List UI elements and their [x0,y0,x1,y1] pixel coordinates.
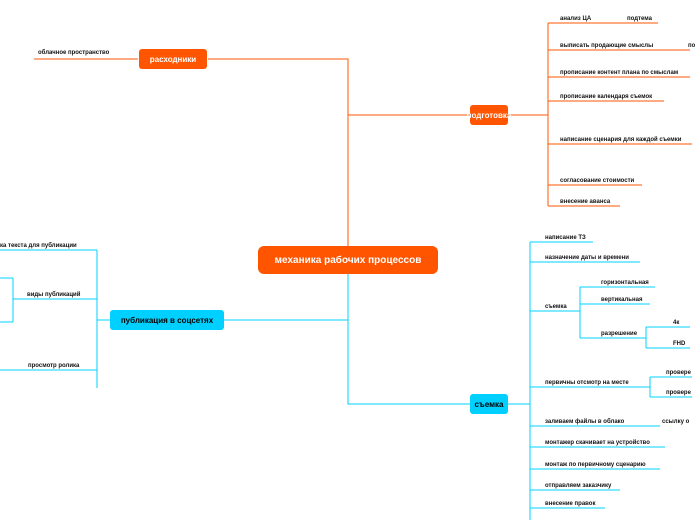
leaf-pravki[interactable]: внесение правок [545,501,596,507]
leaf-vertikalnaya[interactable]: вертикальная [601,297,643,303]
leaf-otsmotr[interactable]: первичны отсмотр на месте [545,380,629,386]
branch-rashodniki[interactable]: расходники [139,49,207,69]
connector-shemka-sub [579,286,655,339]
leaf-semka-sub[interactable]: съемка [545,304,567,310]
connector-root-rashodniki [208,58,349,256]
leaf-oblako[interactable]: заливаем файлы в облако [545,419,625,425]
leaf-ssylku[interactable]: ссылку о [662,419,690,425]
leaf-montazh[interactable]: монтаж по первичному сценарию [545,462,646,468]
leaf-kalendar[interactable]: прописание календаря съемок [560,94,653,100]
connector-vidy-sub [0,277,14,323]
leaf-razreshenie[interactable]: разрешение [601,331,638,337]
connector-semka-leaves [530,241,665,509]
leaf-provere-2[interactable]: провере [666,390,691,396]
leaf-kontent-plan[interactable]: прописание контент плана по смыслам [560,70,679,76]
connector-podgotovka-leaves [548,22,692,207]
leaf-gorizontalnaya[interactable]: горизонтальная [601,280,649,286]
leaf-data-vremya[interactable]: назначение даты и времени [545,255,629,261]
connector-semka-trunk [508,242,531,520]
connector-otsmotr-sub [649,376,692,398]
leaf-po[interactable]: по [688,43,696,49]
leaf-4k[interactable]: 4к [673,320,680,326]
leaf-tz[interactable]: написание ТЗ [545,235,586,241]
leaf-tekst-publikacii[interactable]: ка текста для публикации [0,243,77,249]
branch-podgotovka-label: подготовка [466,110,512,120]
connector-podgotovka-trunk [508,23,549,206]
leaf-skachivaet[interactable]: монтажер скачивает на устройство [545,440,650,446]
leaf-prosmotr[interactable]: просмотр ролика [28,363,80,369]
leaf-oblachnoe[interactable]: облачное пространство [38,50,110,56]
connector-root-semka [347,274,470,405]
branch-rashodniki-label: расходники [149,54,197,64]
connector-publikaciya-trunk [96,250,110,388]
leaf-stoimost[interactable]: согласование стоимости [560,178,635,184]
branch-podgotovka[interactable]: подготовка [467,105,511,125]
connector-publikaciya-leaves [0,249,97,371]
leaf-vidy-publikaciy[interactable]: виды публикаций [27,292,81,298]
root-node[interactable]: механика рабочих процессов [258,246,438,274]
root-label: механика рабочих процессов [274,254,422,266]
leaf-fhd[interactable]: FHD [673,341,686,347]
leaf-podtema[interactable]: подтема [627,16,652,22]
branch-publikaciya-label: публикация в соцсетях [120,315,214,325]
leaf-prodayushie[interactable]: выписать продающие смыслы [560,43,654,49]
connector-razreshenie-sub [645,326,690,349]
branch-semka[interactable]: съемка [470,394,508,414]
branch-semka-label: съемка [474,399,504,409]
connector-root-publikaciya [224,274,349,321]
leaf-scenariy[interactable]: написание сценария для каждой съемки [560,137,682,143]
leaf-provere-1[interactable]: провере [666,370,691,376]
leaf-avans[interactable]: внесение аванса [560,199,611,205]
leaf-zakazchiku[interactable]: отправляем заказчику [545,483,612,489]
branch-publikaciya[interactable]: публикация в соцсетях [110,310,224,330]
leaf-analiz-ca[interactable]: анализ ЦА [560,16,592,22]
